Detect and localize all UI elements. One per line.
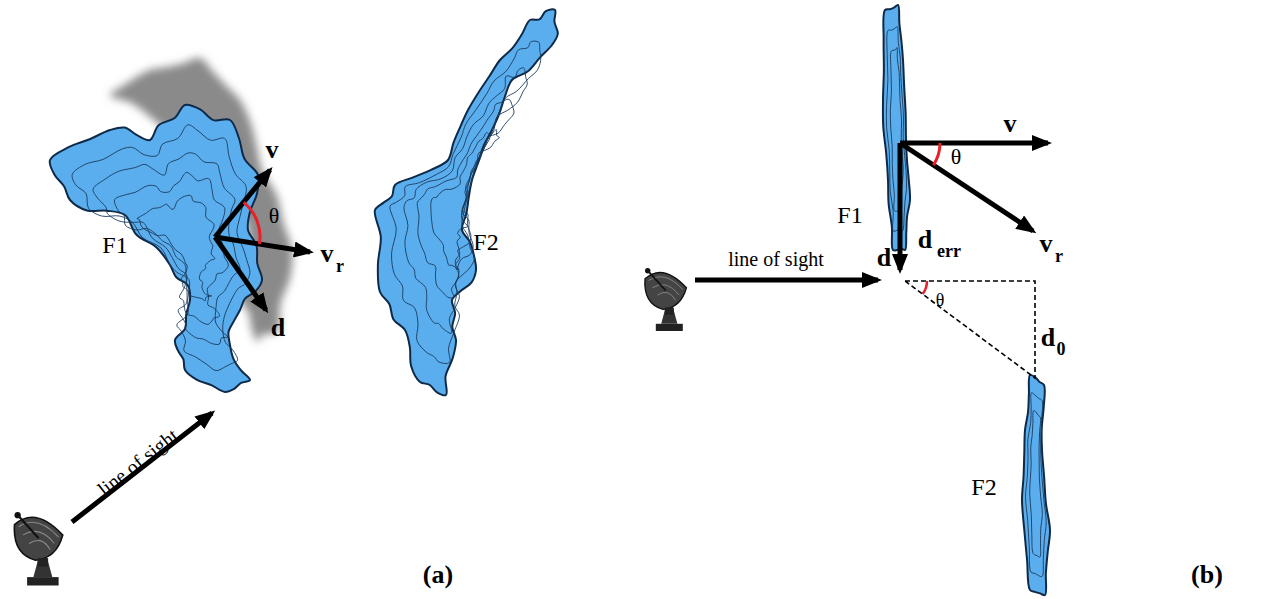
angle-arc bbox=[933, 143, 940, 165]
label: v bbox=[266, 137, 279, 163]
telescope-icon bbox=[14, 512, 62, 586]
label: line of sight bbox=[94, 425, 182, 500]
telescope-icon bbox=[645, 268, 687, 331]
label: line of sight bbox=[728, 249, 824, 269]
label: v bbox=[1040, 231, 1053, 257]
label: F1 bbox=[102, 233, 127, 257]
label: (b) bbox=[1191, 562, 1223, 588]
filament bbox=[375, 9, 558, 395]
label: d bbox=[918, 227, 932, 253]
label: F2 bbox=[473, 230, 498, 254]
label: v bbox=[321, 241, 334, 267]
filament bbox=[50, 105, 262, 392]
vectors-a bbox=[72, 170, 310, 522]
label: r bbox=[336, 257, 344, 275]
contour bbox=[417, 99, 514, 298]
label: d bbox=[1041, 325, 1055, 351]
contour bbox=[404, 68, 527, 334]
label: θ bbox=[269, 205, 280, 227]
contour bbox=[114, 172, 228, 324]
contour bbox=[137, 195, 215, 301]
vectors-b bbox=[695, 143, 1048, 280]
contour bbox=[1026, 393, 1047, 577]
contour bbox=[390, 41, 541, 363]
label: θ bbox=[936, 291, 945, 309]
contour bbox=[93, 153, 240, 345]
label: d bbox=[271, 315, 285, 341]
contour bbox=[886, 27, 906, 232]
dashed-triangle bbox=[905, 281, 1035, 378]
angle-arc bbox=[244, 202, 260, 244]
filament-blobs bbox=[50, 5, 1050, 595]
filament bbox=[1022, 375, 1050, 595]
label: v bbox=[1004, 111, 1017, 137]
filament bbox=[883, 5, 910, 251]
label: θ bbox=[951, 146, 962, 168]
contour bbox=[431, 130, 500, 270]
label: err bbox=[937, 242, 961, 260]
label: F2 bbox=[971, 475, 996, 499]
label: r bbox=[1055, 247, 1063, 265]
label: 0 bbox=[1057, 340, 1066, 358]
label: (a) bbox=[423, 562, 453, 588]
label: F1 bbox=[837, 203, 862, 227]
contour bbox=[1030, 411, 1043, 558]
label: d bbox=[877, 245, 891, 271]
angle-arc bbox=[923, 281, 927, 294]
